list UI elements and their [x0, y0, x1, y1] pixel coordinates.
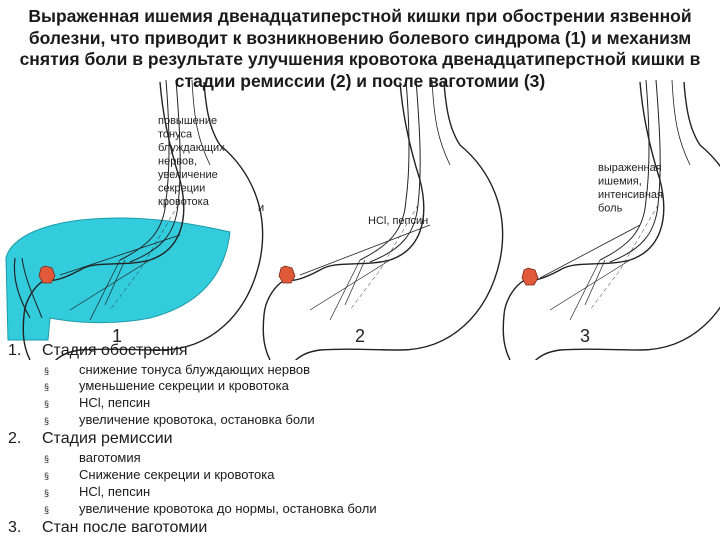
right-annotation: выраженная ишемия, интенсивная боль — [598, 162, 666, 215]
ulcer-1 — [38, 265, 56, 284]
list-item: §снижение тонуса блуждающих нервов — [44, 362, 311, 377]
stage-3: 3. Стан после ваготомии — [8, 519, 207, 537]
ulcer-3 — [521, 267, 539, 286]
ischemia-region — [5, 217, 231, 341]
stage-number: 1. — [8, 342, 22, 359]
stage-number: 3. — [8, 519, 22, 536]
stage-2: 2. Стадия ремиссии — [8, 430, 173, 448]
stage-number: 2. — [8, 430, 22, 447]
panel-number-3: 3 — [580, 326, 590, 346]
stage-1: 1. Стадия обострения — [8, 342, 188, 360]
stage-label: Стадия обострения — [42, 342, 188, 359]
list-item: §HCl, пепсин — [44, 484, 151, 499]
middle-annotation: HCl, пепсин — [368, 215, 428, 227]
list-item: §HCl, пепсин — [44, 395, 151, 410]
stomach-outline-3 — [502, 79, 720, 360]
list-item: §увеличение кровотока до нормы, остановк… — [44, 501, 377, 516]
list-item: §ваготомия — [44, 450, 141, 465]
panel-number-2: 2 — [355, 326, 365, 346]
panel-number-1: 1 — [112, 326, 122, 346]
list-item: §увеличение кровотока, остановка боли — [44, 412, 315, 427]
slide-title: Выраженная ишемия двенадцатиперстной киш… — [19, 6, 701, 91]
ulcer-2 — [278, 265, 296, 284]
stage-label: Стан после ваготомии — [42, 519, 208, 536]
and-label: и — [258, 202, 264, 214]
stage-label: Стадия ремиссии — [42, 430, 173, 447]
list-item: §уменьшение секреции и кровотока — [44, 378, 289, 393]
stomach-diagram: повышение тонуса блуждающих нервов, увел… — [5, 79, 720, 360]
list-item: §Снижение секреции и кровотока — [44, 467, 275, 482]
left-annotation: повышение тонуса блуждающих нервов, увел… — [158, 115, 228, 208]
